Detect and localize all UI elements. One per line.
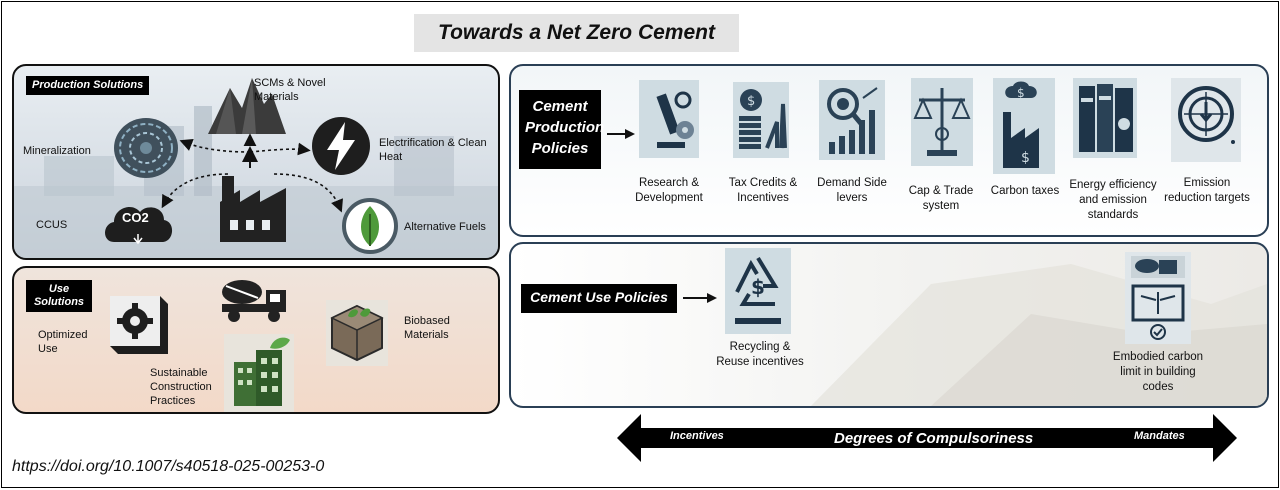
cement-production-policies-panel: Cement Production Policies $ $$ Research…: [509, 64, 1269, 237]
policy-label-carbon-taxes: Carbon taxes: [990, 185, 1060, 197]
leaf-fuel-icon: [342, 198, 398, 254]
svg-text:$: $: [1017, 86, 1025, 100]
globe-target-icon: [1171, 78, 1241, 162]
production-solutions-tag: Production Solutions: [26, 76, 150, 95]
pathway-arrows: [161, 133, 343, 213]
mandates-label: Mandates: [1134, 430, 1185, 442]
production-solutions-panel: Production Solutions SCMs & Novel Materi…: [12, 64, 500, 260]
microscope-icon: [639, 80, 699, 158]
use-solutions-tag: Use Solutions: [26, 280, 92, 312]
green-building-icon: [224, 334, 294, 412]
scale-icon: [911, 78, 973, 166]
biobased-cube-icon: [326, 300, 388, 366]
policy-label-tax-credits: Tax Credits & Incentives: [728, 177, 798, 204]
electrification-label: Electrification & Clean Heat: [379, 137, 487, 163]
cement-use-policies-panel: Cement Use Policies $ Recycling & Reuse …: [509, 242, 1269, 408]
co2-text: CO2: [122, 210, 149, 225]
doi-citation: https://doi.org/10.1007/s40518-025-00253…: [12, 458, 325, 475]
ccus-label: CCUS: [36, 219, 68, 231]
incentives-label: Incentives: [670, 430, 724, 442]
magnifier-chart-icon: [819, 80, 885, 160]
factory-icon: [220, 176, 286, 242]
svg-text:$: $: [747, 94, 755, 109]
policy-label-energy-efficiency: Energy efficiency and emission standards: [1069, 179, 1157, 221]
co2-cloud-icon: [105, 207, 173, 245]
figure-title: Towards a Net Zero Cement: [414, 14, 739, 52]
mixer-truck-icon: [222, 280, 286, 322]
binders-icon: [1073, 78, 1137, 158]
cement-use-policies-tag: Cement Use Policies: [521, 284, 677, 313]
optimized-use-label: Optimized Use: [38, 329, 88, 355]
svg-text:$: $: [751, 275, 765, 299]
mineralization-label: Mineralization: [23, 145, 91, 157]
use-policy-label-embodied-carbon: Embodied carbon limit in building codes: [1112, 351, 1204, 393]
factory-dollar-icon: $$: [993, 78, 1055, 174]
lightning-icon: [312, 117, 370, 175]
recycle-dollar-icon: $: [725, 248, 791, 334]
policy-label-emission-targets: Emission reduction targets: [1164, 177, 1250, 204]
gear-cube-icon: [110, 296, 168, 354]
arrow-right-icon: [607, 129, 635, 139]
mineral-mesh-icon: [114, 118, 178, 178]
compulsoriness-double-arrow: [617, 414, 1237, 462]
sustainable-construction-label: Sustainable Construction Practices: [150, 367, 212, 407]
arrow-right-icon: [683, 293, 717, 303]
scms-label: SCMs & Novel Materials: [254, 77, 326, 103]
alternative-fuels-label: Alternative Fuels: [404, 221, 486, 233]
compulsoriness-label: Degrees of Compulsoriness: [834, 430, 1034, 447]
use-solutions-panel: Use Solutions Optimized Use: [12, 266, 500, 414]
policy-label-demand-side: Demand Side levers: [817, 177, 887, 204]
mountains-icon: [208, 78, 286, 134]
policy-label-cap-trade: Cap & Trade system: [908, 185, 974, 212]
svg-text:$: $: [1021, 150, 1030, 166]
coins-icon: $: [733, 82, 789, 158]
policy-label-research: Research & Development: [635, 177, 703, 204]
cement-production-policies-tag: Cement Production Policies: [519, 90, 604, 169]
biobased-materials-label: Biobased Materials: [404, 315, 450, 341]
use-policy-label-recycling: Recycling & Reuse incentives: [716, 341, 804, 368]
building-code-icon: [1125, 252, 1191, 344]
